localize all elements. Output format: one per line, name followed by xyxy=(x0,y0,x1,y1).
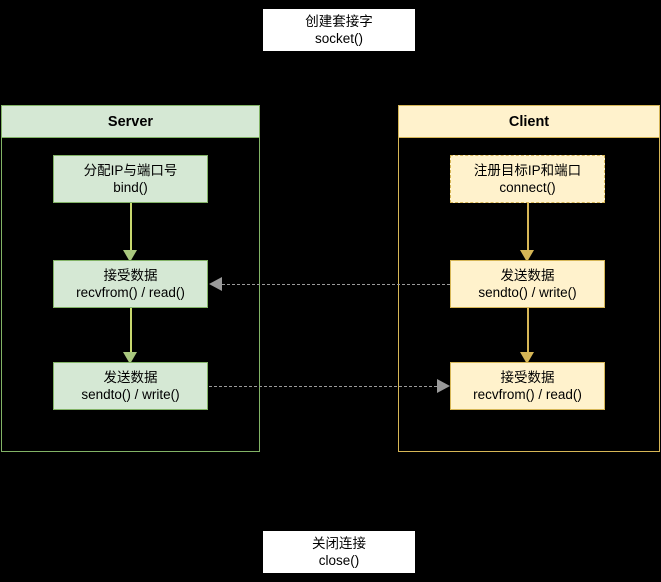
node-client-recv: 接受数据 recvfrom() / read() xyxy=(450,362,605,410)
node-server-bind-line1: 分配IP与端口号 xyxy=(83,162,178,178)
node-close-line1: 关闭连接 xyxy=(312,535,366,551)
lane-server-body xyxy=(1,138,260,452)
lane-server-header: Server xyxy=(1,105,260,138)
arrow-client-send-to-recv-head xyxy=(520,352,534,364)
node-socket-line1: 创建套接字 xyxy=(305,13,373,29)
arrow-server-bind-to-recv-line xyxy=(129,203,132,251)
lane-server: Server xyxy=(1,105,260,452)
node-client-connect-line1: 注册目标IP和端口 xyxy=(473,162,582,178)
node-server-bind-line2: bind() xyxy=(113,180,148,195)
node-server-recv-line2: recvfrom() / read() xyxy=(76,285,185,300)
node-client-send-line1: 发送数据 xyxy=(500,267,555,283)
lane-client-header: Client xyxy=(398,105,660,138)
link-server-to-client-arrowhead xyxy=(437,379,450,393)
node-client-connect-line2: connect() xyxy=(499,180,556,195)
node-close: 关闭连接 close() xyxy=(262,530,416,574)
node-client-send-line2: sendto() / write() xyxy=(478,285,577,300)
node-client-connect: 注册目标IP和端口 connect() xyxy=(450,155,605,203)
lane-client-body xyxy=(398,138,660,452)
lane-server-title: Server xyxy=(107,113,154,130)
node-client-send: 发送数据 sendto() / write() xyxy=(450,260,605,308)
arrow-server-bind-to-recv-head xyxy=(123,250,137,262)
lane-client-title: Client xyxy=(508,113,550,130)
arrow-client-send-to-recv-line xyxy=(526,308,529,353)
node-server-send: 发送数据 sendto() / write() xyxy=(53,362,208,410)
node-client-recv-line1: 接受数据 xyxy=(500,369,555,385)
node-server-recv-line1: 接受数据 xyxy=(103,267,158,283)
arrow-server-recv-to-send-head xyxy=(123,352,137,364)
node-socket-line2: socket() xyxy=(314,31,363,46)
node-server-recv: 接受数据 recvfrom() / read() xyxy=(53,260,208,308)
node-server-send-line2: sendto() / write() xyxy=(81,387,180,402)
arrow-server-recv-to-send-line xyxy=(129,308,132,353)
arrow-client-connect-to-send-line xyxy=(526,203,529,251)
node-client-recv-line2: recvfrom() / read() xyxy=(473,387,582,402)
arrow-client-connect-to-send-head xyxy=(520,250,534,262)
link-server-to-client-line xyxy=(209,386,437,387)
node-server-send-line1: 发送数据 xyxy=(103,369,158,385)
node-socket: 创建套接字 socket() xyxy=(262,8,416,52)
lane-client: Client xyxy=(398,105,660,452)
link-client-to-server-line xyxy=(222,284,450,285)
node-close-line2: close() xyxy=(318,553,360,568)
link-client-to-server-arrowhead xyxy=(209,277,222,291)
node-server-bind: 分配IP与端口号 bind() xyxy=(53,155,208,203)
